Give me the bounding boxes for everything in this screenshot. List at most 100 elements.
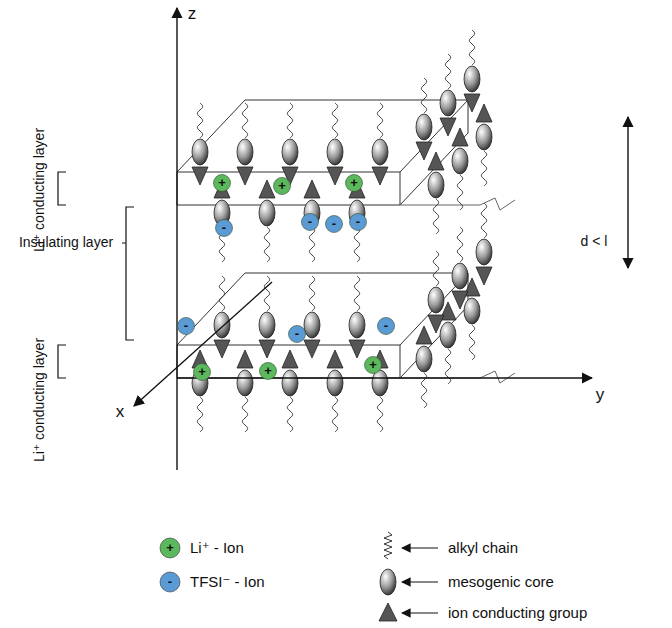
- mesogenic-core: [259, 312, 275, 338]
- layer-label: Li⁺ conducting layer: [32, 128, 47, 252]
- ion-group-sample: [379, 603, 397, 621]
- legend-text: mesogenic core: [448, 574, 554, 591]
- ion-conducting-group: [282, 350, 298, 368]
- mesogenic-core: [327, 139, 343, 165]
- upper-plane: [177, 100, 468, 172]
- mesogenic-core: [259, 200, 275, 226]
- bracket: [58, 345, 66, 378]
- ion-circle: [216, 220, 233, 237]
- legend-arrow: [402, 581, 438, 582]
- legend-arrow: [402, 612, 438, 613]
- mesogenic-core: [237, 139, 253, 165]
- ion-conducting-group: [304, 340, 320, 358]
- mesogenic-core: [452, 263, 468, 289]
- alkyl-chain: [481, 203, 486, 238]
- ion-sign: -: [356, 215, 360, 229]
- ion-sign: -: [222, 221, 226, 235]
- ion-sign: +: [198, 365, 206, 379]
- alkyl-chain: [377, 103, 382, 138]
- mesogenic-core: [476, 239, 492, 265]
- ion-sign: -: [295, 327, 299, 341]
- ion-conducting-group: [440, 118, 456, 136]
- d-arrow: [627, 117, 628, 268]
- mesogenic-core: [282, 139, 298, 165]
- alkyl-chain: [457, 175, 462, 210]
- ion-sign: +: [350, 176, 358, 190]
- mesogenic-core: [327, 370, 343, 396]
- mesogenic-core: [452, 148, 468, 174]
- ion-sign: +: [218, 176, 226, 190]
- mesogenic-core: [349, 312, 365, 338]
- alkyl-chain: [433, 199, 438, 234]
- ion-conducting-group: [192, 167, 208, 185]
- axis-label: x: [116, 403, 125, 422]
- legend-swatch: [160, 538, 180, 558]
- alkyl-chain: [433, 251, 438, 286]
- alkyl-chain: [445, 349, 450, 384]
- ion-conducting-group: [349, 340, 365, 358]
- mesogenic-core: [440, 322, 456, 348]
- layer-label: Li⁺ conducting layer: [32, 338, 47, 462]
- lower-plane: [177, 273, 468, 345]
- legend-swatch: [160, 572, 180, 592]
- alkyl-chain: [242, 103, 247, 138]
- legend-text: Li⁺ - Ion: [190, 540, 244, 557]
- alkyl-chain: [457, 227, 462, 262]
- ion-conducting-group: [416, 142, 432, 160]
- ion-sign: +: [264, 364, 272, 378]
- ion-conducting-group: [327, 167, 343, 185]
- ion-conducting-group: [452, 291, 468, 309]
- ion-conducting-group: [214, 340, 230, 358]
- alkyl-chain: [242, 397, 247, 432]
- ion-sign: -: [184, 319, 188, 333]
- alkyl-chain: [264, 227, 269, 262]
- annotation: d < l: [581, 234, 608, 249]
- ion-circle: [214, 175, 231, 192]
- mesogenic-core-sample: [380, 569, 396, 595]
- ion-circle: [346, 175, 363, 192]
- ion-conducting-group: [476, 267, 492, 285]
- ion-conducting-group: [428, 152, 444, 170]
- alkyl-chain: [469, 325, 474, 360]
- ion-conducting-group: [259, 180, 275, 198]
- mesogenic-core: [428, 172, 444, 198]
- alkyl-chain: [377, 397, 382, 432]
- bracket: [58, 172, 66, 205]
- mesogenic-core: [476, 124, 492, 150]
- ion-circle: [289, 326, 306, 343]
- legend-arrow: [402, 547, 438, 548]
- ion-sign: -: [308, 215, 312, 229]
- mesogenic-core: [214, 312, 230, 338]
- ion-conducting-group: [259, 340, 275, 358]
- ion-conducting-group: [476, 104, 492, 122]
- ion-circle: [274, 178, 291, 195]
- ion-sign: -: [384, 319, 388, 333]
- mesogenic-core: [304, 312, 320, 338]
- alkyl-chain: [197, 103, 202, 138]
- mesogenic-core: [416, 114, 432, 140]
- x-axis: [134, 282, 272, 406]
- alkyl-chain: [219, 276, 224, 311]
- ion-sign: +: [166, 541, 174, 555]
- ion-circle: [260, 363, 277, 380]
- alkyl-chain: [264, 276, 269, 311]
- alkyl-chain: [421, 78, 426, 113]
- mesogenic-core: [440, 90, 456, 116]
- ion-conducting-group: [452, 128, 468, 146]
- ion-circle: [178, 318, 195, 335]
- annotation: Insulating layer: [19, 235, 113, 250]
- ion-sign: +: [278, 179, 286, 193]
- alkyl-chain: [481, 151, 486, 186]
- y-axis: [177, 377, 592, 378]
- ion-circle: [350, 214, 367, 231]
- alkyl-chain: [287, 103, 292, 138]
- alkyl-chain: [354, 227, 359, 262]
- alkyl-chain: [469, 30, 474, 65]
- bracket: [122, 207, 134, 340]
- ion-circle: [194, 364, 211, 381]
- ion-conducting-group: [372, 167, 388, 185]
- alkyl-chain-sample: [384, 532, 392, 559]
- mesogenic-core: [464, 66, 480, 92]
- alkyl-chain: [445, 54, 450, 89]
